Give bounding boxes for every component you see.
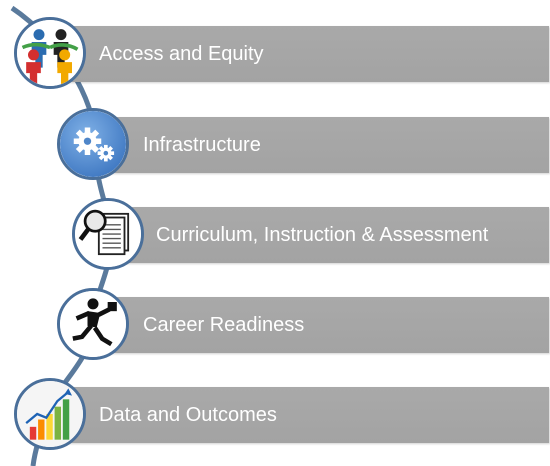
infrastructure-circle bbox=[57, 108, 129, 180]
gears-icon bbox=[60, 111, 126, 177]
step-label: Curriculum, Instruction & Assessment bbox=[156, 224, 489, 246]
access-equity-circle bbox=[14, 17, 86, 89]
step-label: Data and Outcomes bbox=[99, 404, 277, 426]
step-bar-infrastructure: Infrastructure bbox=[97, 117, 549, 173]
people-circle-icon bbox=[17, 20, 83, 86]
career-readiness-circle bbox=[57, 288, 129, 360]
step-label: Career Readiness bbox=[143, 314, 305, 336]
step-bar-access-equity: Access and Equity bbox=[55, 26, 549, 82]
step-bar-data-outcomes: Data and Outcomes bbox=[55, 387, 549, 443]
step-label: Infrastructure bbox=[143, 134, 261, 156]
data-outcomes-circle bbox=[14, 378, 86, 450]
growth-bar-chart-icon bbox=[17, 381, 83, 447]
curriculum-circle bbox=[72, 198, 144, 270]
magnifier-documents-icon bbox=[75, 201, 141, 267]
step-bar-curriculum: Curriculum, Instruction & Assessment bbox=[112, 207, 549, 263]
running-businessman-icon bbox=[60, 291, 126, 357]
step-bar-career-readiness: Career Readiness bbox=[97, 297, 549, 353]
step-label: Access and Equity bbox=[99, 43, 264, 65]
